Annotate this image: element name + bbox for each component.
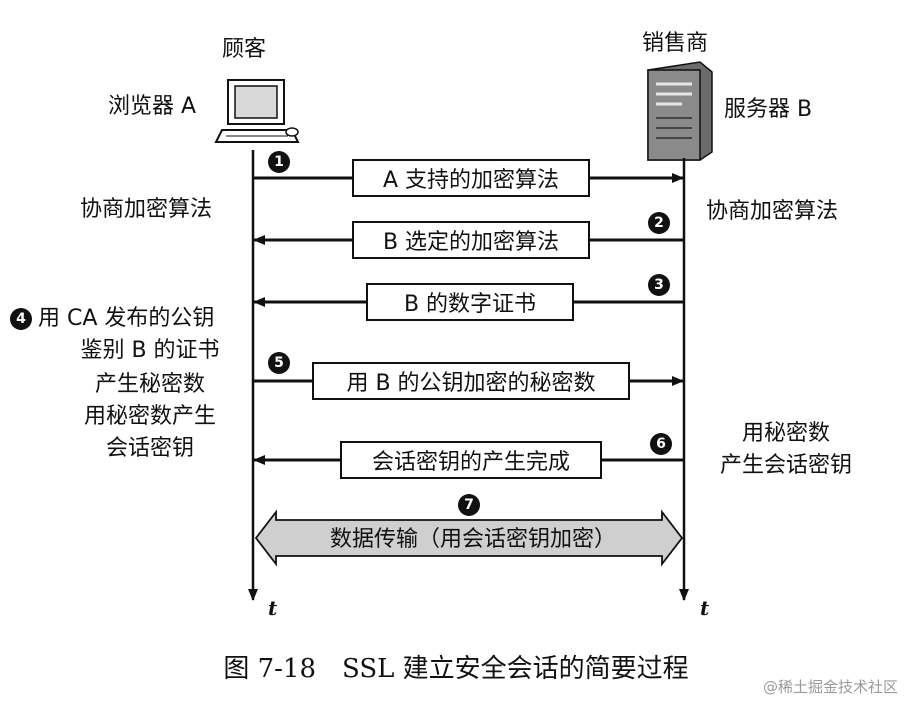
step-number-6: 6 <box>650 433 672 455</box>
right-note-step-6-line-1: 用秘密数 <box>741 421 830 446</box>
merchant-device-label: 服务器 B <box>724 97 813 122</box>
data-transfer-label: 数据传输（用会话密钥加密） <box>329 527 616 552</box>
step-number-3: 3 <box>648 274 670 296</box>
left-note-step-4-line-2: 鉴别 B 的证书 <box>80 338 220 363</box>
right-note-step-2: 协商加密算法 <box>706 199 839 224</box>
step-number-1: 1 <box>268 151 290 173</box>
message-box-step-6: 会话密钥的产生完成 <box>340 441 602 479</box>
customer-device-label: 浏览器 A <box>108 94 197 119</box>
data-transfer-band <box>254 509 684 567</box>
message-box-step-2: B 选定的加密算法 <box>352 221 590 259</box>
left-note-step-5-line-1: 产生秘密数 <box>94 372 205 397</box>
merchant-title: 销售商 <box>642 31 709 56</box>
left-note-step-5-line-3: 会话密钥 <box>105 436 194 461</box>
left-note-step-4-line-1: 用 CA 发布的公钥 <box>38 306 215 331</box>
merchant-time-label: t <box>700 596 710 620</box>
right-note-step-6-line-2: 产生会话密钥 <box>719 453 852 478</box>
message-box-step-1: A 支持的加密算法 <box>352 159 590 197</box>
step-number-5: 5 <box>268 352 290 374</box>
customer-time-label: t <box>268 596 278 620</box>
message-box-step-5: 用 B 的公钥加密的秘密数 <box>312 362 630 400</box>
computer-icon <box>214 79 300 143</box>
figure-caption: 图 7-18 SSL 建立安全会话的简要过程 <box>223 654 689 684</box>
step-number-7: 7 <box>458 494 480 516</box>
watermark: @稀土掘金技术社区 <box>762 678 898 696</box>
message-box-step-3: B 的数字证书 <box>366 283 574 321</box>
step-number-4: 4 <box>10 308 32 330</box>
left-note-step-1: 协商加密算法 <box>80 197 213 222</box>
step-number-2: 2 <box>648 212 670 234</box>
customer-title: 顾客 <box>222 37 267 62</box>
server-icon <box>647 61 713 161</box>
left-note-step-5-line-2: 用秘密数产生 <box>83 404 216 429</box>
